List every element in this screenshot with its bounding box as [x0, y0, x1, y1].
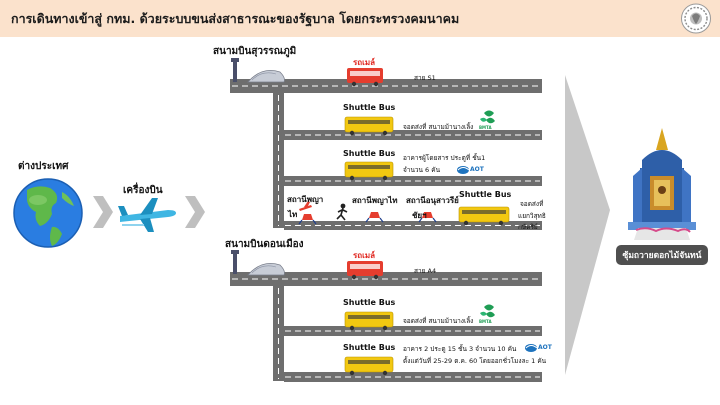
bmta-logo-icon — [480, 304, 495, 318]
suvarnabhumi-shuttle3-label: Shuttle Bus — [459, 190, 512, 199]
donmueang-airport-name: สนามบินดอนเมือง — [225, 239, 304, 250]
destination-caption: ซุ้มถวายดอกไม้จันทน์ — [616, 245, 708, 265]
donmueang-bmta-text: BMTA — [479, 319, 492, 324]
airport-terminal-icon — [231, 250, 285, 276]
donmueang-shuttle2-label: Shuttle Bus — [343, 343, 396, 352]
header-bar: การเดินทางเข้าสู่ กทม. ด้วยระบบขนส่งสาธา… — [0, 0, 720, 37]
suvarnabhumi-shuttle2-desc1: อาคารผู้โดยสาร ประตูที่ ชั้น1 — [403, 154, 486, 162]
yellow-bus-icon — [344, 116, 394, 136]
suvarnabhumi-shuttle1-label: Shuttle Bus — [343, 103, 396, 112]
suvarnabhumi-shuttle2-desc2: จำนวน 6 คัน — [403, 166, 441, 174]
suvarnabhumi-bus-label: รถเมล์ — [353, 58, 376, 67]
big-arrow — [565, 75, 610, 375]
donmueang-shuttle1-label: Shuttle Bus — [343, 298, 396, 307]
rail-station1-label-a: สถานีพญา — [287, 195, 324, 204]
suvarnabhumi-bus-route: สาย S1 — [414, 74, 436, 82]
bmta-logo-icon — [480, 110, 495, 124]
flow-arrow-2 — [185, 196, 205, 228]
suvarnabhumi-roads — [230, 79, 542, 230]
train-icon — [365, 212, 384, 223]
suvarnabhumi-shuttle3-desc3: กษัตริย์ — [518, 223, 538, 231]
yellow-bus-icon — [344, 311, 394, 331]
aot-logo-icon — [525, 344, 538, 352]
yellow-bus-icon — [344, 161, 394, 181]
rail-station3-label-b: ชัยฯ — [412, 211, 427, 220]
train-icon — [418, 212, 437, 223]
suvarnabhumi-aot-text: AOT — [470, 166, 484, 173]
donmueang-aot-text: AOT — [538, 344, 552, 351]
donmueang-bus-route: สาย A4 — [414, 267, 437, 275]
flow-arrow-1 — [93, 196, 113, 228]
rail-station2-label: สถานีพญาไท — [352, 196, 398, 205]
rail-station1-label-b: ไท — [288, 210, 298, 219]
donmueang-shuttle1-desc: จอดส่งที่ สนามม้านางเลิ้ง — [403, 317, 474, 325]
donmueang-roads — [230, 272, 542, 382]
suvarnabhumi-shuttle2-label: Shuttle Bus — [343, 149, 396, 158]
red-bus-icon — [347, 261, 383, 280]
page-title: การเดินทางเข้าสู่ กทม. ด้วยระบบขนส่งสาธา… — [11, 11, 460, 26]
train-icon — [298, 214, 317, 225]
suvarnabhumi-shuttle3-desc1: จอดส่งที่ — [520, 200, 544, 208]
suvarnabhumi-bmta-text: BMTA — [479, 125, 492, 130]
red-bus-icon — [347, 68, 383, 87]
suvarnabhumi-shuttle1-desc: จอดส่งที่ สนามม้านางเลิ้ง — [403, 123, 474, 131]
abroad-label: ต่างประเทศ — [18, 161, 69, 172]
runner-icon — [336, 203, 348, 221]
suvarnabhumi-airport-name: สนามบินสุวรรณภูมิ — [213, 46, 297, 57]
plane-label: เครื่องบิน — [123, 185, 163, 196]
rail-station3-label-a: สถานีอนุสาวรีย์ — [406, 196, 459, 205]
donmueang-shuttle2-desc2: ตั้งแต่วันที่ 25-29 ต.ค. 60 โดยออกชั่วโม… — [403, 357, 547, 365]
airplane-icon — [118, 198, 176, 232]
small-plane-icon — [299, 201, 312, 211]
airport-terminal-icon — [231, 58, 285, 83]
yellow-bus-icon — [344, 356, 394, 376]
donmueang-bus-label: รถเมล์ — [353, 251, 376, 260]
aot-logo-icon — [457, 166, 470, 174]
yellow-bus-icon — [458, 206, 510, 226]
ministry-seal-icon — [681, 3, 711, 34]
globe-icon — [13, 178, 83, 248]
suvarnabhumi-shuttle3-desc2: แยกวิสุทธิ — [518, 212, 546, 220]
donmueang-shuttle2-desc1: อาคาร 2 ประตู 15 ชั้น 3 จำนวน 10 คัน — [403, 345, 517, 353]
pavilion-icon — [628, 128, 696, 240]
